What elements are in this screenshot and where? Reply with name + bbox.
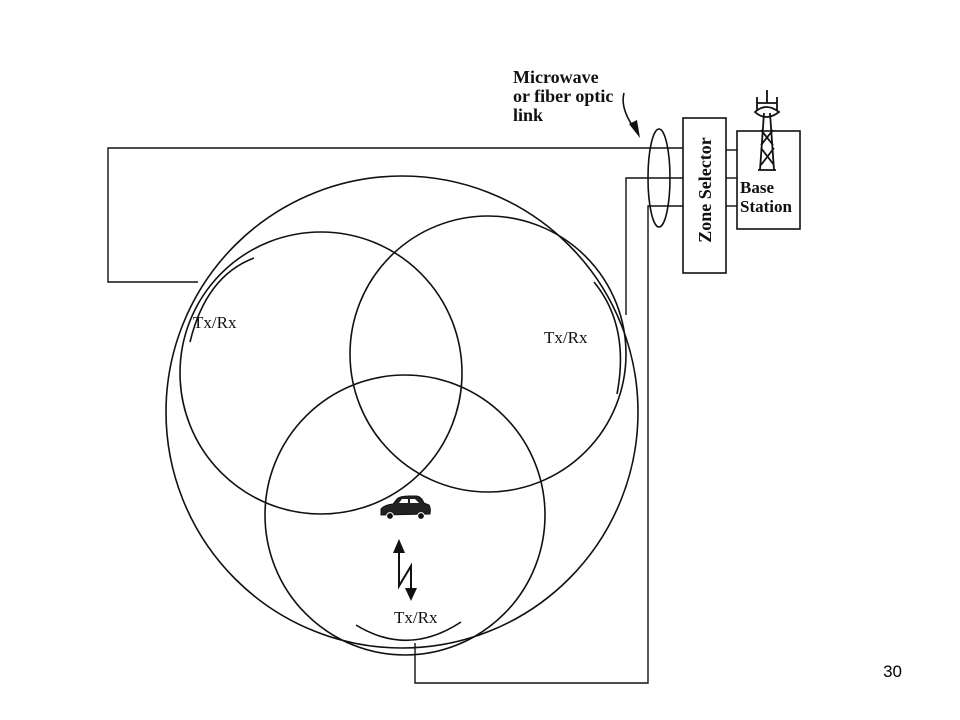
antenna-arc-right [593,281,622,395]
link-label-line-2: or fiber optic [513,86,613,106]
base-station-box [736,130,801,230]
link-ellipse [647,128,671,228]
tx-rx-label-left: Tx/Rx [193,313,237,332]
zone-circle-left [179,231,463,515]
zone-selector-box [682,117,727,274]
svg-text:Base Station: Base Station [740,178,793,216]
car-icon [380,495,431,520]
base-station-label-line-1: Base [740,178,774,197]
feed-line-bottom [414,205,683,684]
zone-selector-label: Zone Selector [695,137,715,242]
antenna-arc-bottom [355,621,462,642]
svg-text:Microwave or fiber optic: Microwave or fiber optic link [513,67,618,125]
base-station-label-line-2: Station [740,197,793,216]
link-label-line-1: Microwave [513,67,599,87]
zone-circle-right [349,215,627,493]
link-label-line-3: link [513,105,543,125]
antenna-arc-left [189,257,255,343]
overall-cell-circle [165,175,639,649]
radio-link-arrow-icon [393,539,417,601]
feed-line-left [107,147,683,283]
page-number: 30 [883,662,902,681]
tx-rx-label-right: Tx/Rx [544,328,588,347]
zone-circle-bottom [264,374,546,656]
tx-rx-label-bottom: Tx/Rx [394,608,438,627]
link-pointer-arrowhead [629,120,640,138]
feed-line-right [625,177,683,315]
tower-antenna-icon [753,90,781,171]
